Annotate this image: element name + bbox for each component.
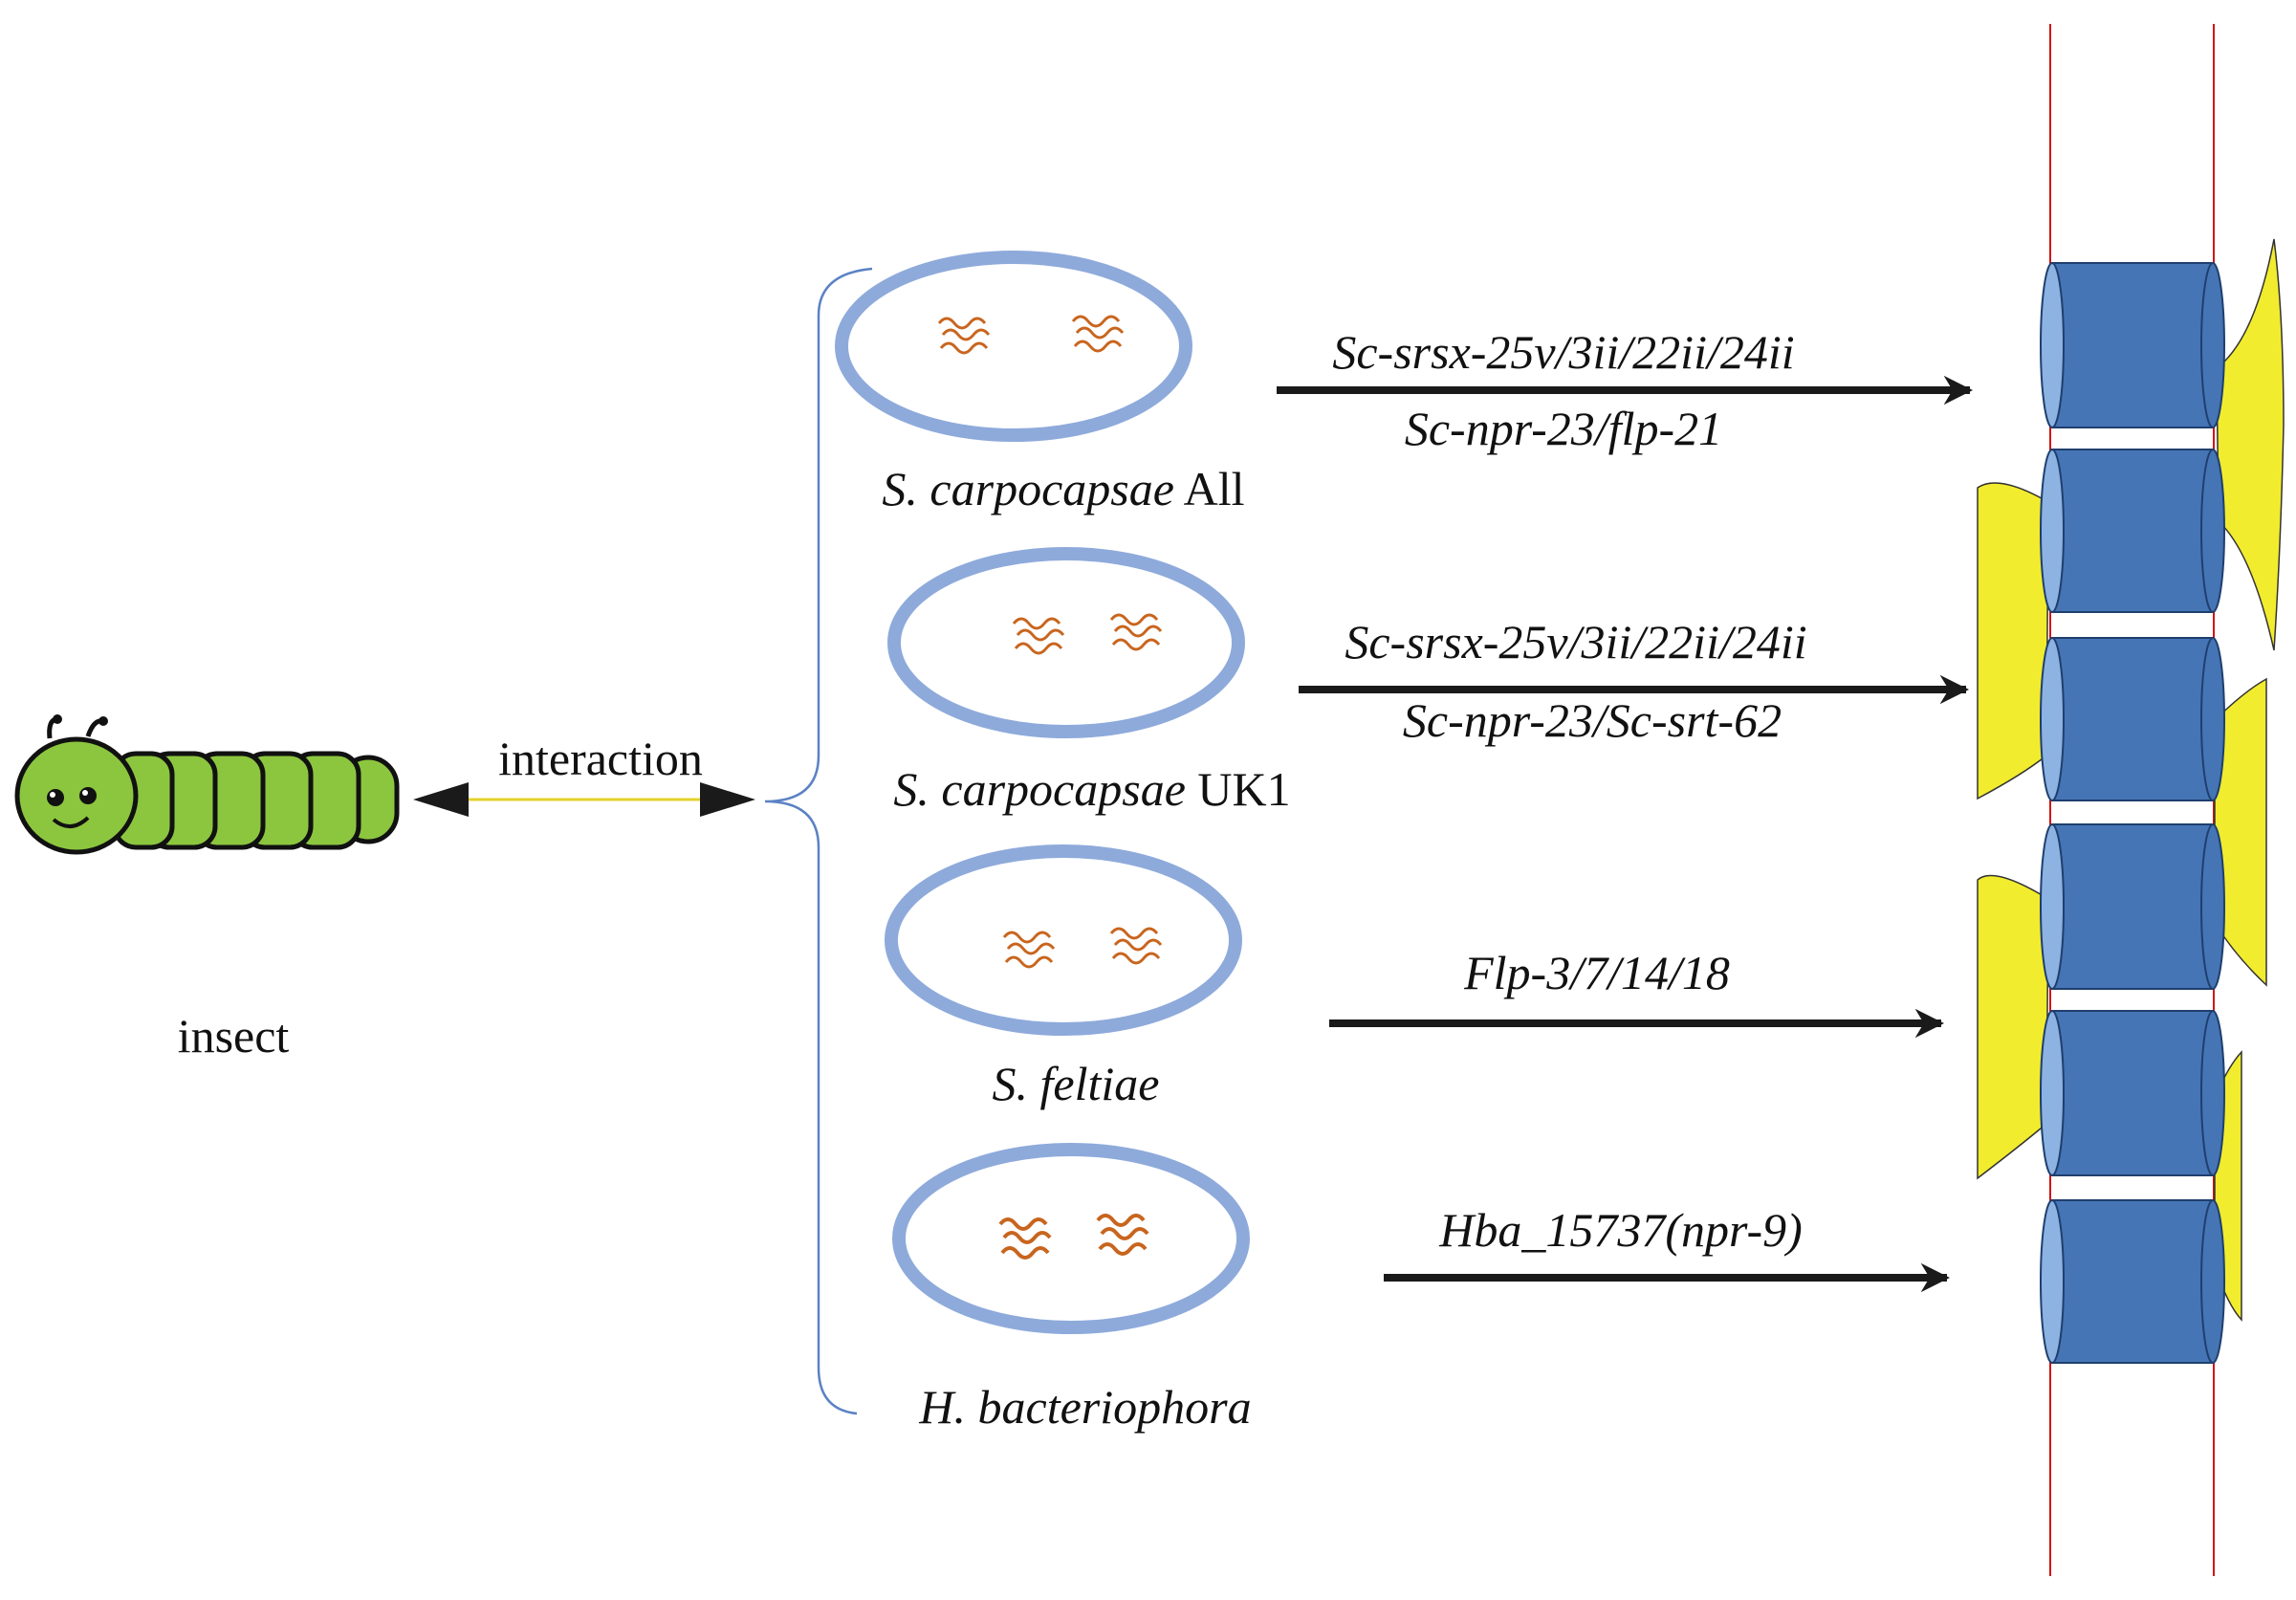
receptor-cylinder [2040, 1199, 2225, 1364]
grouping-brace [764, 267, 873, 1415]
worm-icon [1109, 613, 1163, 651]
receptor-cylinder [2040, 262, 2225, 428]
gene-label-2a: Sc-srsx-25v/3ii/22ii/24ii [1345, 615, 1806, 668]
gene-label-2b: Sc-npr-23/Sc-srt-62 [1403, 693, 1782, 747]
nematode-dish-3 [885, 844, 1242, 1036]
membrane-receptor-column [1977, 24, 2285, 1576]
worm-icon [1012, 617, 1065, 655]
nematode-label-2: S. carpocapsae UK1 [893, 762, 1290, 816]
worm-icon [1096, 1214, 1149, 1256]
nematode-label-3: S. feltiae [993, 1057, 1160, 1110]
receptor-cylinder [2040, 1010, 2225, 1176]
nematode-label-4: H. bacteriophora [918, 1380, 1251, 1434]
gene-label-1a: Sc-srsx-25v/3ii/22ii/24ii [1332, 325, 1794, 379]
gene-label-3: Flp-3/7/14/18 [1463, 946, 1730, 999]
interaction-arrow [413, 782, 755, 817]
nematode-dish-2 [887, 547, 1245, 738]
gene-label-4: Hba_15737(npr-9) [1438, 1203, 1803, 1257]
receptor-cylinder [2040, 637, 2225, 801]
ligand-shape [2216, 238, 2285, 651]
ligand-shape [1977, 482, 2049, 800]
receptor-cylinder [2040, 449, 2225, 613]
gene-label-1b: Sc-npr-23/flp-21 [1405, 402, 1722, 455]
worm-icon [998, 1217, 1052, 1260]
nematode-dish-4 [892, 1143, 1250, 1334]
worm-icon [1109, 927, 1163, 965]
receptor-cylinder [2040, 823, 2225, 990]
interaction-label: interaction [498, 732, 703, 785]
worm-icon [1002, 931, 1056, 969]
insect-label: insect [178, 1009, 290, 1063]
caterpillar-icon [14, 714, 400, 855]
ligand-shape [1977, 874, 2049, 1180]
nematode-label-1: S. carpocapsae All [882, 462, 1244, 515]
worm-icon [937, 317, 991, 355]
nematode-dish-1 [835, 251, 1192, 442]
worm-icon [1071, 315, 1125, 353]
